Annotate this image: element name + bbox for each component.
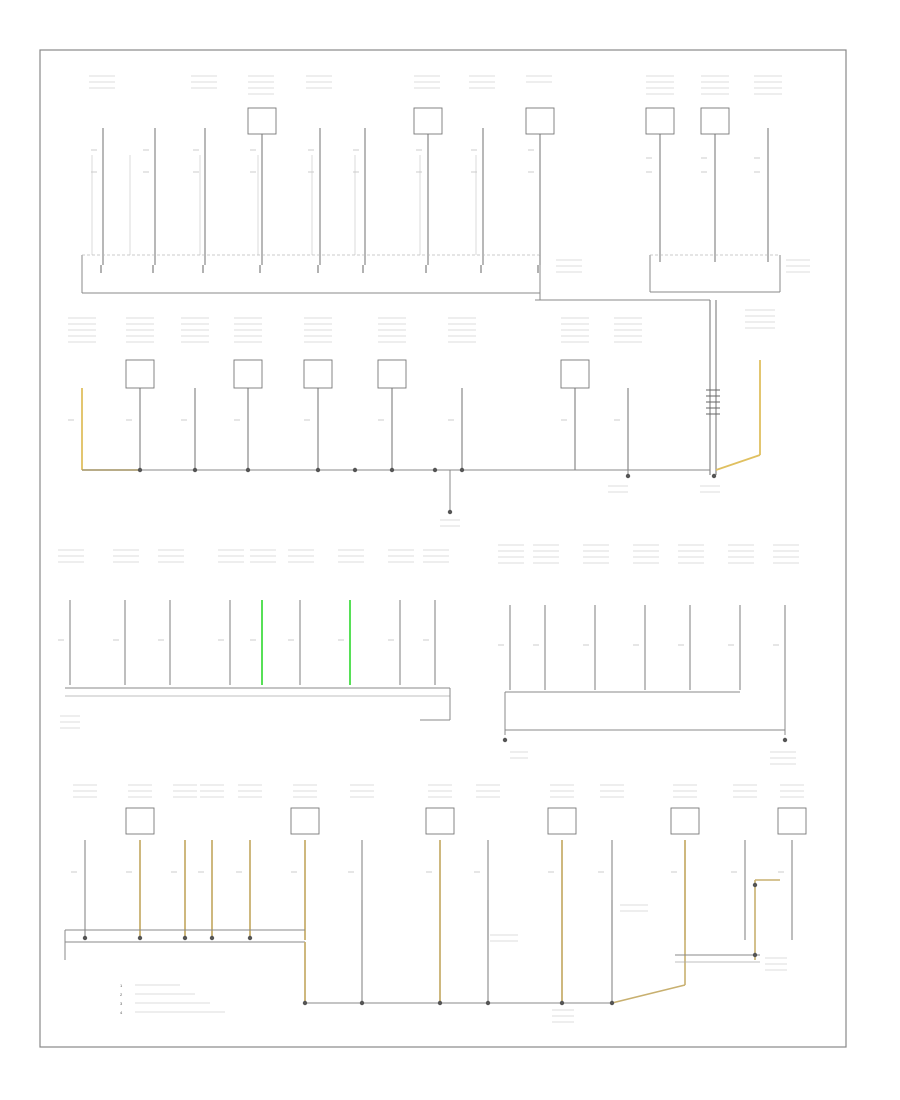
ground-point (625, 473, 631, 479)
splice-point (459, 467, 465, 473)
splice-point (209, 935, 215, 941)
legend-marker: 2 (120, 992, 123, 997)
splice-point (182, 935, 188, 941)
ground-point (711, 473, 717, 479)
legend: 1 2 3 4 (120, 983, 123, 1015)
component-connector-box (233, 359, 263, 389)
component-connector-box (525, 107, 555, 135)
component-connector-box (377, 359, 407, 389)
splice-point (315, 467, 321, 473)
splice-point (559, 1000, 565, 1006)
ground-point (502, 737, 508, 743)
component-connector-box (547, 807, 577, 835)
component-connector-box (413, 107, 443, 135)
component-connector-box (425, 807, 455, 835)
legend-marker: 1 (120, 983, 123, 988)
ground-wire-tan (611, 984, 686, 1004)
component-connector-box (645, 107, 675, 135)
splice-point (609, 1000, 615, 1006)
splice-point (437, 1000, 443, 1006)
splice-point (389, 467, 395, 473)
component-connector-box (247, 107, 277, 135)
ground-wire-yellow (715, 454, 761, 471)
ground-point (782, 737, 788, 743)
ground-point (447, 509, 453, 515)
splice-point (752, 882, 758, 888)
wire-layer (58, 75, 810, 1023)
diagram-frame (39, 49, 847, 1048)
component-connector-box (670, 807, 700, 835)
splice-point (137, 935, 143, 941)
splice-point (485, 1000, 491, 1006)
component-connector-box (700, 107, 730, 135)
legend-marker: 4 (120, 1010, 123, 1015)
component-connector-box (125, 807, 155, 835)
component-connector-box (560, 359, 590, 389)
component-layer (82, 107, 807, 1006)
splice-point (82, 935, 88, 941)
splice-point (302, 1000, 308, 1006)
splice-point (192, 467, 198, 473)
component-connector-box (290, 807, 320, 835)
component-connector-box (303, 359, 333, 389)
splice-point (432, 467, 438, 473)
component-connector-box (125, 359, 155, 389)
splice-point (352, 467, 358, 473)
splice-point (137, 467, 143, 473)
splice-point (359, 1000, 365, 1006)
splice-point (247, 935, 253, 941)
component-connector-box (777, 807, 807, 835)
legend-marker: 3 (120, 1001, 123, 1006)
splice-point (245, 467, 251, 473)
splice-point (752, 952, 758, 958)
